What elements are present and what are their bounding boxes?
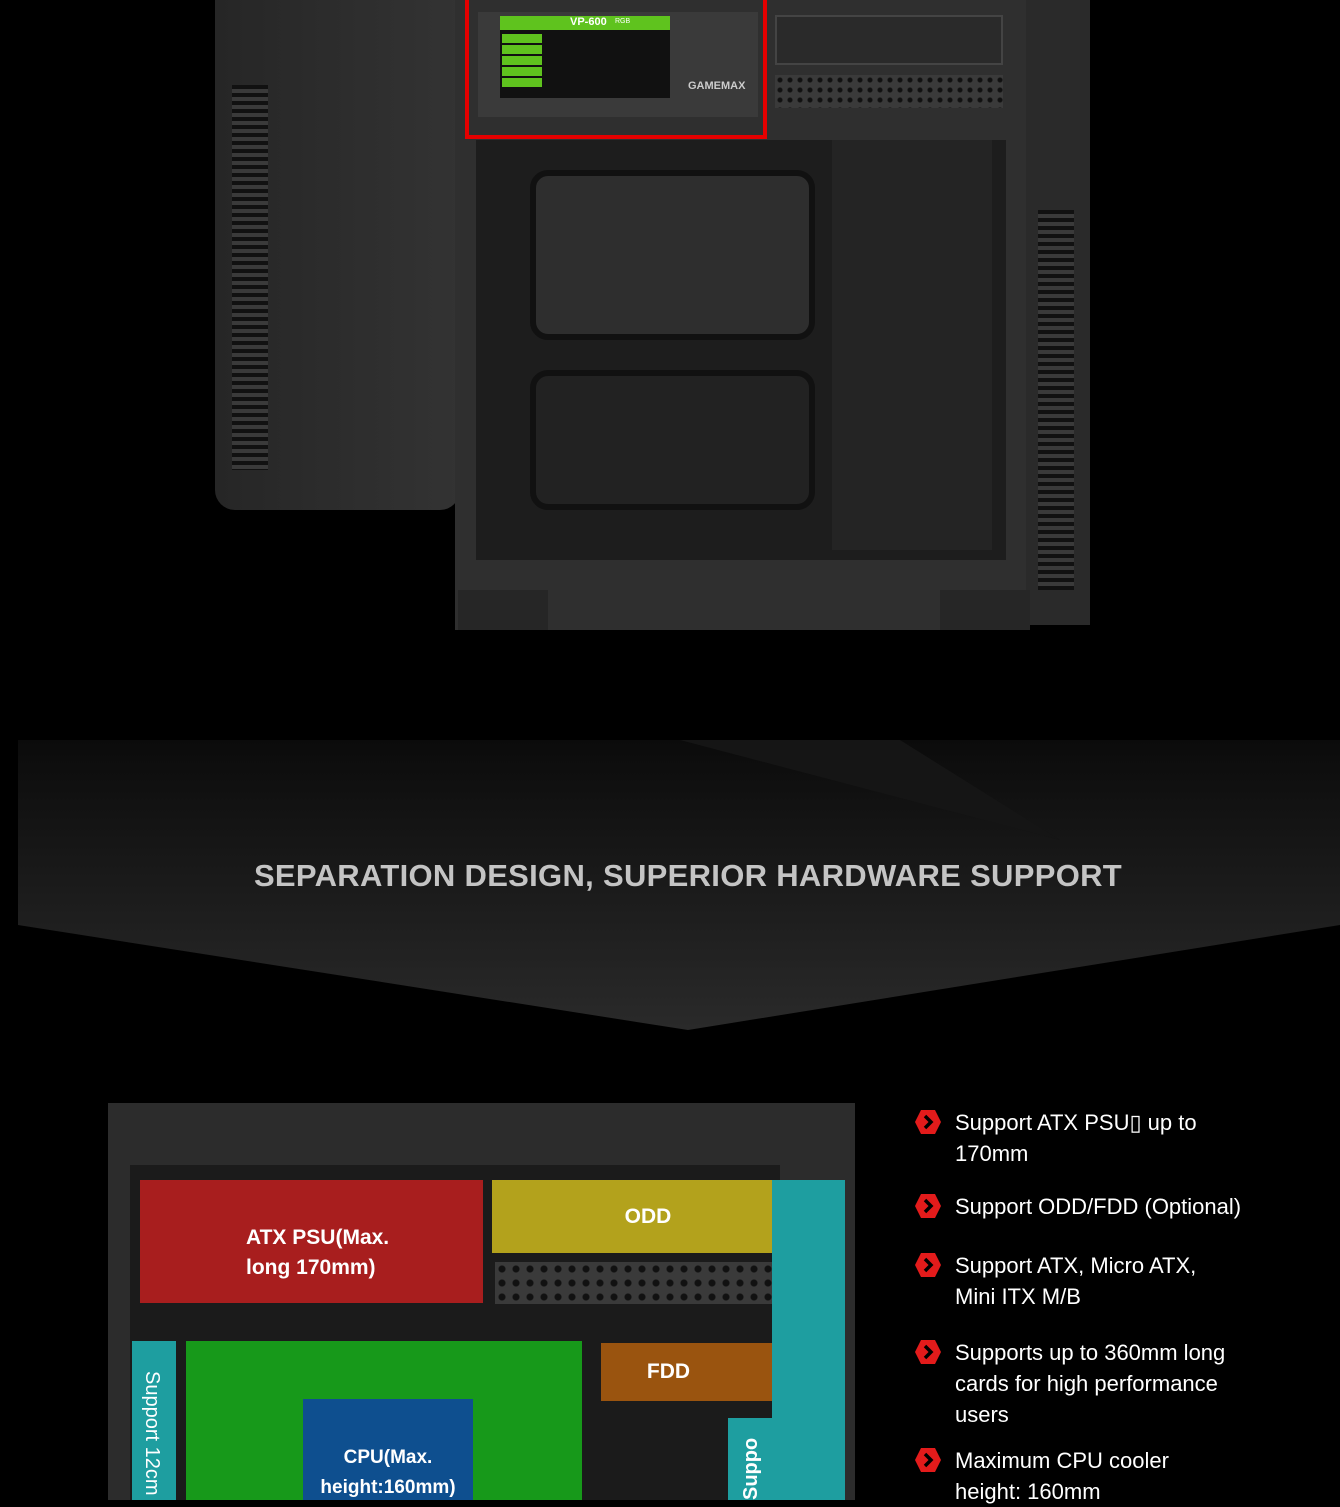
odd-zone-label: ODD [624, 1205, 672, 1228]
feature-item: Maximum CPU cooler height: 160mm [915, 1445, 1315, 1507]
red-hex-chevron-icon [915, 1340, 941, 1364]
cpu-zone: CPU(Max. height:160mm) [303, 1399, 473, 1500]
psu-model: VP-600 [570, 16, 607, 28]
feature-item: Support ODD/FDD (Optional) [915, 1191, 1315, 1222]
case-foot-left [458, 590, 548, 630]
feature-text: Support ATX, Micro ATX, Mini ITX M/B [955, 1253, 1197, 1309]
feature-item: Supports up to 360mm long cards for high… [915, 1337, 1315, 1430]
mesh-zone [495, 1262, 772, 1304]
psu-model-suffix: RGB [615, 18, 631, 25]
cpu-zone-label: CPU(Max. height:160mm) [320, 1447, 456, 1498]
psu-zone-label: ATX PSU(Max. long 170mm) [246, 1226, 390, 1279]
front-vent [1038, 210, 1074, 590]
red-hex-chevron-icon [915, 1110, 941, 1134]
rear-fan-zone: Support 12cm [132, 1341, 176, 1500]
red-hex-chevron-icon [915, 1448, 941, 1472]
gpu-fan-zone [772, 1180, 845, 1500]
psu-label: VP-600 RGB [500, 16, 670, 98]
banner-background [18, 740, 1340, 1030]
rear-fan-label: Support 12cm [141, 1371, 163, 1496]
red-hex-chevron-icon [915, 1253, 941, 1277]
feature-item: Support ATX PSU▯ up to 170mm [915, 1107, 1315, 1169]
front-zone: Suppo [728, 1418, 772, 1500]
red-hex-chevron-icon [915, 1194, 941, 1218]
odd-bay [775, 15, 1003, 65]
case-foot-right [940, 590, 1030, 630]
fdd-zone: FDD [601, 1343, 772, 1401]
section-title: SEPARATION DESIGN, SUPERIOR HARDWARE SUP… [253, 858, 1123, 893]
fdd-zone-label: FDD [646, 1360, 691, 1383]
front-zone-label: Suppo [740, 1437, 762, 1500]
psu-brand-logo: GAMEMAX [688, 80, 746, 92]
psu-zone: ATX PSU(Max. long 170mm) [140, 1180, 483, 1303]
mb-cutout [530, 170, 815, 340]
feature-text: Support ODD/FDD (Optional) [955, 1194, 1242, 1219]
lower-cutout [530, 370, 815, 510]
feature-text: Maximum CPU cooler height: 160mm [955, 1448, 1169, 1504]
drive-bays [832, 140, 992, 550]
mesh-bay [775, 75, 1003, 108]
feature-text: Supports up to 360mm long cards for high… [955, 1340, 1226, 1427]
side-vent [232, 85, 268, 470]
odd-zone: ODD [492, 1180, 772, 1253]
feature-text: Support ATX PSU▯ up to 170mm [955, 1110, 1197, 1166]
psu-highlight-box [465, 0, 767, 139]
feature-item: Support ATX, Micro ATX, Mini ITX M/B [915, 1250, 1315, 1312]
